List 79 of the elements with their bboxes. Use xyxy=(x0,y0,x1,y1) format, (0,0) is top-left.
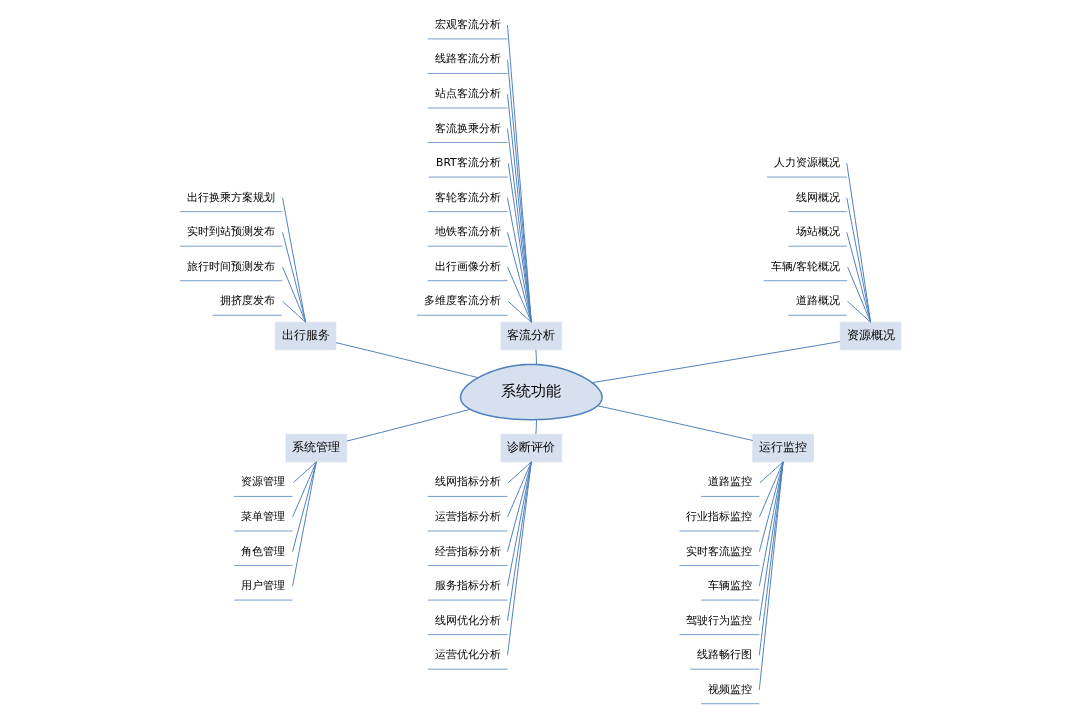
node-text: 线路客流分析 xyxy=(434,52,501,66)
node-text: 出行画像分析 xyxy=(434,259,501,273)
connector xyxy=(758,461,784,553)
node-text: 人力资源概况 xyxy=(773,156,840,170)
node-box: 资源概况 xyxy=(839,321,901,351)
connector xyxy=(596,405,753,441)
node-text: 线网优化分析 xyxy=(434,613,501,627)
node-text: 行业指标监控 xyxy=(685,510,752,524)
connector xyxy=(506,461,532,587)
connector xyxy=(291,461,317,587)
connector xyxy=(758,461,784,691)
connector xyxy=(345,408,470,442)
node-text: 道路概况 xyxy=(795,294,840,308)
connector xyxy=(846,300,871,323)
connector xyxy=(846,266,871,323)
node-text: BRT客流分析 xyxy=(435,156,501,170)
connector xyxy=(758,461,784,587)
node-box: 运行监控 xyxy=(751,433,814,463)
connector xyxy=(591,341,841,384)
node-text: 实时客流监控 xyxy=(685,544,752,558)
connector xyxy=(758,461,784,622)
connector xyxy=(534,419,537,435)
connector xyxy=(281,266,306,323)
node-text: 运营优化分析 xyxy=(434,648,501,662)
connector xyxy=(506,461,532,656)
connector xyxy=(845,197,871,323)
connector xyxy=(845,162,871,323)
connector xyxy=(506,231,532,323)
node-text: 服务指标分析 xyxy=(434,579,501,593)
connector xyxy=(291,461,317,518)
node-text: 宏观客流分析 xyxy=(434,17,501,31)
node-text: 实时到站预测发布 xyxy=(186,225,275,239)
node-text: 地铁客流分析 xyxy=(434,225,501,239)
connector xyxy=(758,461,784,656)
node-box: 客流分析 xyxy=(500,321,562,351)
node-text: 客流换乘分析 xyxy=(434,121,501,135)
connector xyxy=(281,231,306,323)
node-text: 资源管理 xyxy=(240,475,285,489)
node-text: 角色管理 xyxy=(240,544,285,558)
connector xyxy=(534,349,537,365)
node-text: 站点客流分析 xyxy=(434,87,501,101)
connector xyxy=(507,300,532,323)
connector xyxy=(507,461,532,484)
node-text: 运营指标分析 xyxy=(434,510,501,524)
node-text: 菜单管理 xyxy=(240,510,285,524)
node-box: 出行服务 xyxy=(274,321,336,351)
node-box: 系统管理 xyxy=(285,433,347,463)
connector xyxy=(506,461,532,518)
node-text: 经营指标分析 xyxy=(434,544,501,558)
node-text: 驾驶行为监控 xyxy=(685,613,752,627)
node-text: 拥挤度发布 xyxy=(219,294,275,308)
node-text: 用户管理 xyxy=(240,579,285,593)
connector xyxy=(335,342,479,379)
node-text: 道路监控 xyxy=(707,475,752,489)
connector xyxy=(759,461,784,484)
connector xyxy=(507,162,532,323)
connector xyxy=(506,266,532,323)
node-text: 线路畅行图 xyxy=(696,648,752,662)
node-box: 诊断评价 xyxy=(500,433,562,463)
node-text: 视频监控 xyxy=(707,682,752,696)
node-text: 车辆监控 xyxy=(707,579,752,593)
connector xyxy=(506,461,532,622)
node-text: 线网概况 xyxy=(795,190,840,204)
node-text: 车辆/客轮概况 xyxy=(770,259,840,273)
node-text: 场站概况 xyxy=(795,225,840,239)
connector xyxy=(758,461,784,518)
connector xyxy=(292,461,317,484)
connector xyxy=(845,231,871,323)
node-text: 线网指标分析 xyxy=(434,475,501,489)
connector xyxy=(506,128,532,323)
connector xyxy=(291,461,317,553)
connector xyxy=(281,197,306,323)
node-text: 旅行时间预测发布 xyxy=(186,259,275,273)
node-text: 出行换乘方案规划 xyxy=(186,190,275,204)
node-text: 多维度客流分析 xyxy=(423,294,501,308)
connector xyxy=(506,461,532,553)
node-text: 客轮客流分析 xyxy=(434,190,501,204)
connector xyxy=(281,300,306,323)
connector xyxy=(506,197,532,323)
